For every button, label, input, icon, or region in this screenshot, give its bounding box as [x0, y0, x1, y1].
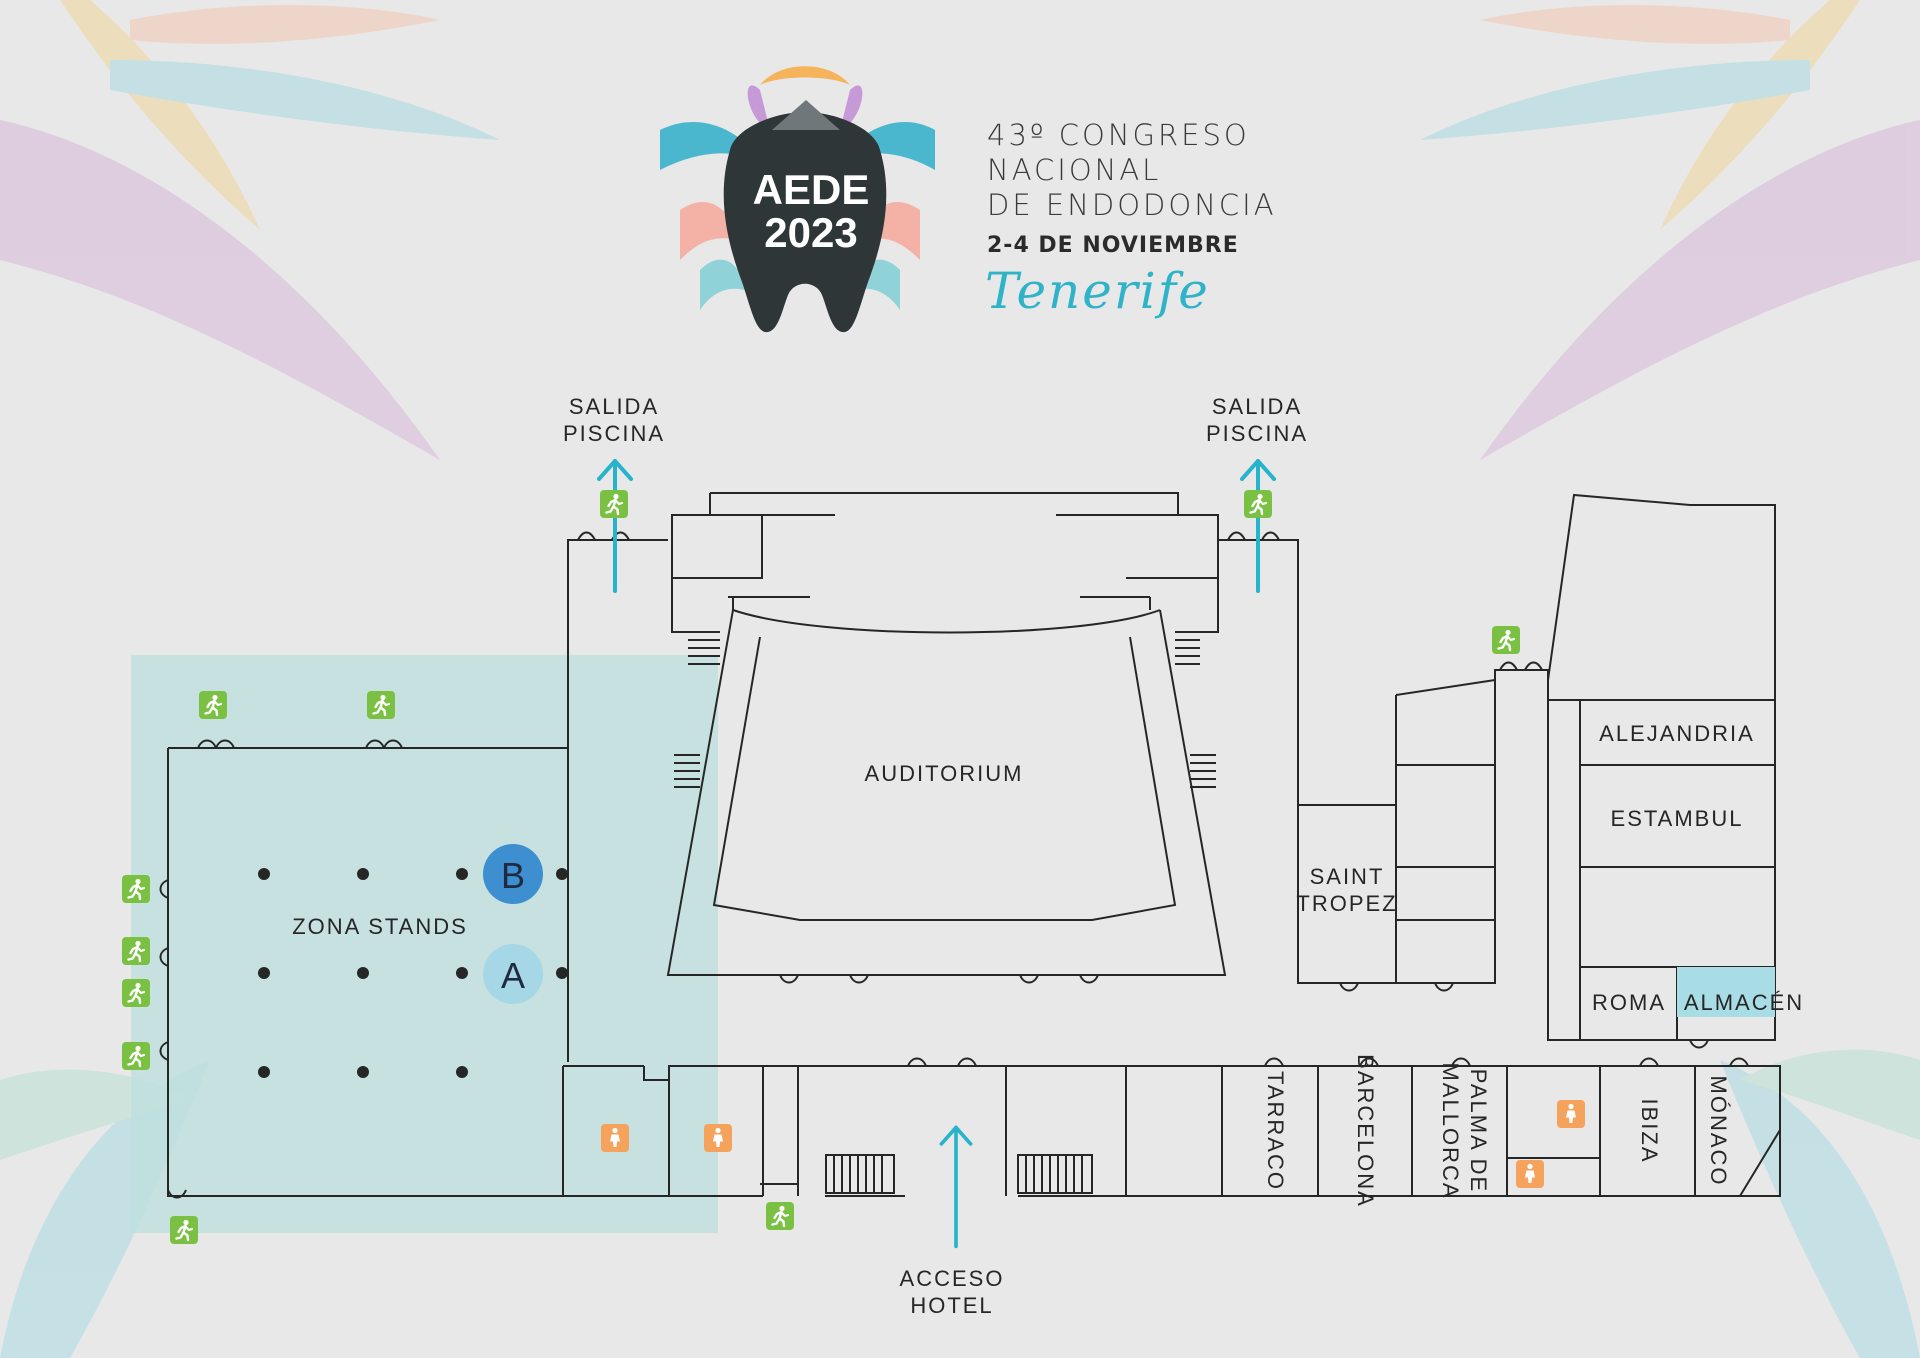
congress-title-line-2: NACIONAL	[987, 153, 1162, 187]
arrow-up-icon	[1240, 459, 1276, 593]
acceso-hotel-line2: HOTEL	[910, 1293, 993, 1318]
palma-line1: PALMA DE	[1466, 1069, 1491, 1193]
running-person-icon	[122, 979, 150, 1007]
salida-piscina-left-line1: SALIDA	[569, 394, 659, 419]
marker-b[interactable]: B	[483, 844, 543, 904]
logo-line-1: AEDE	[753, 166, 870, 213]
congress-logo: AEDE 2023	[660, 66, 935, 333]
congress-city: Tenerife	[985, 262, 1210, 320]
salida-piscina-right-line2: PISCINA	[1206, 421, 1308, 446]
running-person-icon	[1492, 626, 1520, 654]
marker-a[interactable]: A	[483, 944, 543, 1004]
running-person-icon	[122, 1042, 150, 1070]
marker-b-label: B	[501, 855, 525, 896]
running-person-icon	[600, 490, 628, 518]
running-person-icon	[122, 937, 150, 965]
logo-line-2: 2023	[764, 209, 857, 256]
storage-area	[1677, 967, 1775, 1017]
auditorium-label: AUDITORIUM	[865, 761, 1024, 786]
saint-tropez-line1: SAINT	[1310, 864, 1385, 889]
palma-line2: MALLORCA	[1438, 1062, 1463, 1199]
ibiza-label: IBIZA	[1637, 1098, 1662, 1163]
roma-label: ROMA	[1592, 990, 1666, 1015]
running-person-icon	[170, 1216, 198, 1244]
barcelona-label: BARCELONA	[1353, 1054, 1378, 1208]
person-icon	[704, 1124, 732, 1152]
door-markers	[159, 531, 1749, 1199]
person-icon	[601, 1124, 629, 1152]
person-icon	[1516, 1160, 1544, 1188]
running-person-icon	[367, 691, 395, 719]
alejandria-label: ALEJANDRIA	[1599, 721, 1755, 746]
arrow-up-icon	[939, 1125, 973, 1249]
congress-title-line-1: 43º CONGRESO	[987, 118, 1250, 152]
arrow-up-icon	[597, 459, 633, 593]
salida-piscina-right-line1: SALIDA	[1212, 394, 1302, 419]
salida-piscina-left-line2: PISCINA	[563, 421, 665, 446]
tarraco-label: TARRACO	[1263, 1071, 1288, 1191]
person-icon	[1557, 1100, 1585, 1128]
running-person-icon	[1244, 490, 1272, 518]
congress-dates: 2-4 DE NOVIEMBRE	[987, 233, 1239, 258]
zona-stands-label: ZONA STANDS	[292, 914, 468, 939]
column-dots	[258, 868, 568, 1078]
almacen-label: ALMACÉN	[1684, 990, 1804, 1015]
stairs	[674, 631, 1216, 1194]
congress-title-line-3: DE ENDODONCIA	[987, 188, 1277, 222]
marker-a-label: A	[501, 955, 525, 996]
estambul-label: ESTAMBUL	[1611, 806, 1744, 831]
acceso-hotel-line1: ACCESO	[900, 1266, 1005, 1291]
running-person-icon	[122, 875, 150, 903]
monaco-label: MÓNACO	[1706, 1076, 1731, 1187]
running-person-icon	[766, 1202, 794, 1230]
saint-tropez-line2: TROPEZ	[1296, 891, 1397, 916]
running-person-icon	[199, 691, 227, 719]
